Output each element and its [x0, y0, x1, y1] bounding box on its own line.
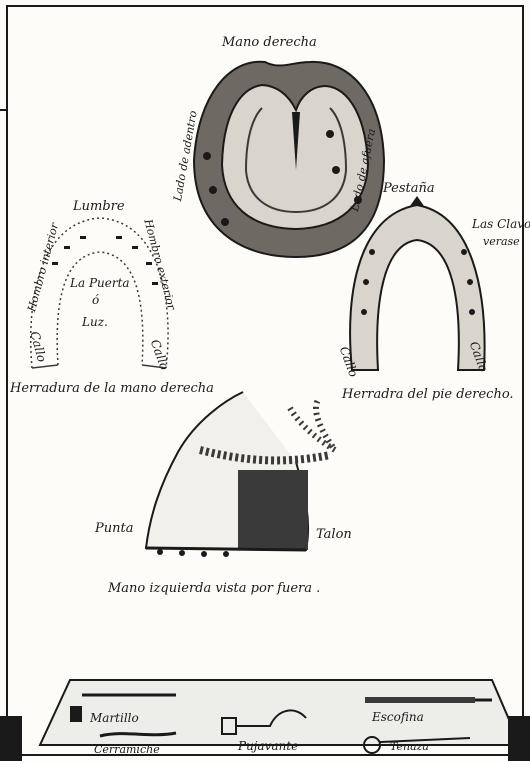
nail-slot — [132, 246, 138, 249]
nail-slot — [52, 262, 58, 265]
shoe-inner-dotted — [57, 252, 143, 365]
nail-hole — [461, 249, 467, 255]
label-punta: Punta — [95, 522, 133, 535]
nail-hole — [326, 130, 334, 138]
caption-mano-izquierda: Mano izquierda vista por fuera . — [108, 582, 320, 595]
hammer-head — [70, 706, 82, 722]
label-talon: Talon — [316, 528, 352, 541]
nail-hole — [361, 309, 367, 315]
nail-hole — [209, 186, 217, 194]
tool-label-escofina: Escofina — [372, 711, 424, 723]
shoe-heel-lines — [32, 365, 166, 368]
tool-label-pujavante: Pujavante — [238, 740, 298, 752]
nail-slot — [146, 262, 152, 265]
label-lumbre: Lumbre — [73, 200, 125, 213]
nail-head — [223, 551, 229, 557]
label-pestana: Pestaña — [383, 182, 435, 195]
tool-label-tenaza: Tenaza — [390, 741, 429, 752]
nail-head — [201, 551, 207, 557]
nail-head — [157, 549, 163, 555]
nail-hole — [221, 218, 229, 226]
table-edge-left — [0, 716, 22, 761]
hair-fetlock — [290, 400, 335, 450]
hoof-side-view — [146, 392, 335, 557]
nail-slot — [116, 236, 122, 239]
nail-head — [179, 550, 185, 556]
clincher-shape — [100, 733, 176, 736]
horseshoe-mano-derecha — [194, 62, 384, 257]
shoe-edge — [146, 548, 306, 550]
rasp-body — [365, 697, 475, 703]
heel-shading — [238, 470, 308, 550]
caption-herradura-pie: Herradra del pie derecho. — [342, 388, 514, 401]
nail-hole — [469, 309, 475, 315]
nail-slot — [64, 246, 70, 249]
nail-hole — [467, 279, 473, 285]
caption-herradura-mano: Herradura de la mano derecha — [10, 382, 214, 395]
nail-slot — [80, 236, 86, 239]
toe-clip — [410, 196, 424, 206]
nail-hole — [369, 249, 375, 255]
label-verase: verase — [483, 236, 520, 247]
nail-hole — [203, 152, 211, 160]
label-la-puerta: La Puerta — [70, 277, 130, 289]
shoe-body — [350, 205, 485, 370]
label-luz: Luz. — [82, 316, 108, 328]
label-mano-derecha: Mano derecha — [222, 36, 317, 49]
tool-label-cerramiche: Cerramiche — [94, 744, 160, 755]
table-edge-right — [508, 716, 530, 761]
tool-label-martillo: Martillo — [90, 712, 139, 724]
label-o: ó — [92, 294, 99, 306]
nail-hole — [332, 166, 340, 174]
label-las-clavas: Las Clavo — [472, 218, 530, 230]
nail-hole — [363, 279, 369, 285]
